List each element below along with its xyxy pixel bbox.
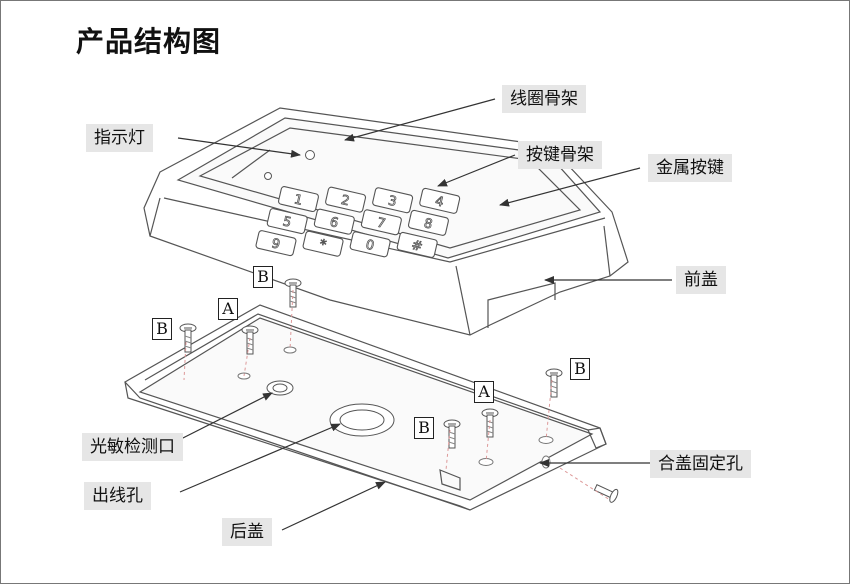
keypad-key-label: 7 [375, 216, 386, 232]
keypad-key-label: 6 [328, 215, 339, 231]
keypad-key: 7 [360, 209, 402, 236]
keypad-key-label: 3 [387, 193, 398, 209]
side-screw [593, 484, 619, 503]
keypad-key: * [302, 230, 344, 257]
keypad-key-label: 9 [270, 236, 281, 252]
screw-tag-b: B [152, 318, 172, 340]
cable-hole [329, 403, 395, 437]
leader-lines [174, 98, 672, 531]
screw-tag-a: A [218, 298, 238, 320]
keypad-key: 9 [255, 230, 297, 257]
keypad: 1 2 3 4 5 6 7 8 9 * 0 # [255, 186, 461, 258]
callout-coil-frame: 线圈骨架 [502, 85, 586, 113]
keypad-key-label: 8 [422, 216, 433, 232]
callout-light-sensor: 光敏检测口 [82, 433, 183, 461]
keypad-key: # [396, 231, 438, 258]
keypad-key-label: 1 [292, 192, 303, 208]
screw [179, 323, 197, 353]
led-hole [264, 172, 272, 180]
keypad-key: 6 [313, 208, 355, 235]
keypad-key: 1 [277, 186, 319, 213]
screw-tag-a: A [474, 381, 494, 403]
keypad-key-label: * [318, 237, 328, 253]
indicator-led [305, 150, 315, 160]
keypad-key: 2 [325, 186, 367, 213]
diagram-title: 产品结构图 [76, 25, 222, 58]
keypad-key: 0 [349, 231, 391, 258]
screw-tag-b: B [253, 266, 273, 288]
screw-tag-b: B [570, 358, 590, 380]
keypad-key: 5 [266, 208, 308, 235]
keypad-key: 8 [407, 209, 449, 236]
callout-metal-keys: 金属按键 [648, 154, 732, 182]
callout-key-frame: 按键骨架 [518, 141, 602, 169]
callout-indicator-light: 指示灯 [86, 124, 153, 152]
screws [179, 278, 619, 503]
keypad-key-label: # [410, 238, 424, 255]
callout-cover-fix-hole: 合盖固定孔 [650, 450, 751, 478]
screw-tag-b: B [414, 417, 434, 439]
callout-cable-hole: 出线孔 [84, 482, 151, 510]
light-sensor-port [266, 380, 294, 396]
keypad-key-label: 4 [434, 194, 445, 210]
screw [443, 419, 461, 449]
keypad-key-label: 2 [339, 193, 350, 209]
screw-axis-lines [183, 289, 611, 501]
screw [241, 325, 259, 355]
callout-back-cover: 后盖 [222, 518, 272, 546]
keypad-key-label: 0 [364, 238, 375, 254]
callout-front-cover: 前盖 [676, 266, 726, 294]
keypad-key: 3 [372, 187, 414, 214]
screw [545, 368, 563, 398]
keypad-key: 4 [419, 187, 461, 214]
screw [481, 408, 499, 438]
keypad-key-label: 5 [281, 214, 292, 230]
